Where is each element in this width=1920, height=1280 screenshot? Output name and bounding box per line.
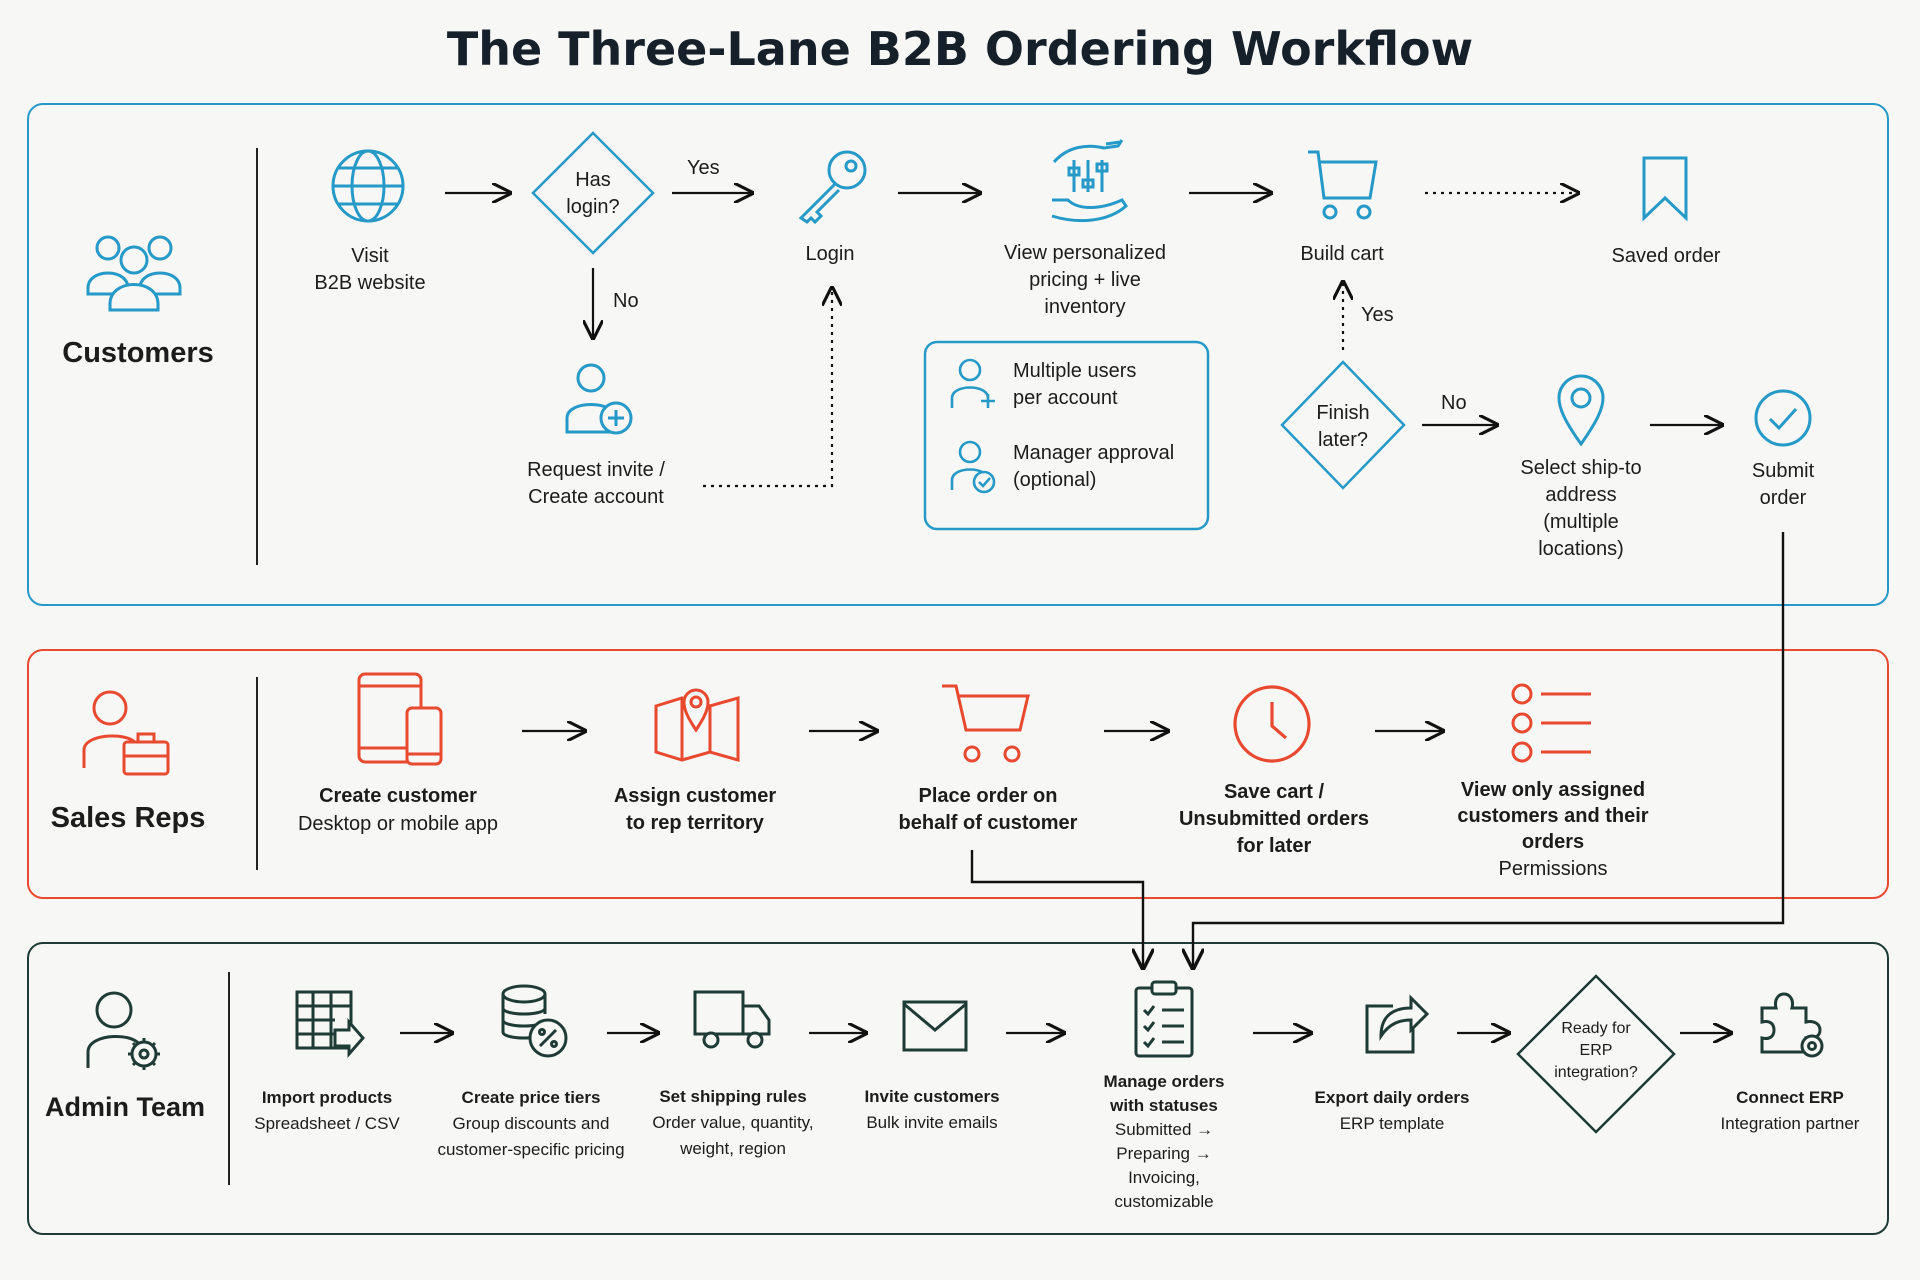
dotted-request-to-login [703, 288, 832, 488]
login-label: Login [805, 243, 855, 265]
admin-team-lane-label: Admin Team [44, 1092, 206, 1122]
clipboard-checklist-icon [1134, 980, 1194, 1058]
finish-later-diamond [1280, 360, 1406, 490]
export-orders-text: Export daily orders ERP template [1292, 1085, 1492, 1137]
pricing-hands-icon [1051, 139, 1128, 223]
admin-user-gear-icon [86, 991, 160, 1070]
manage-orders-label: Manage orders with statuses [1103, 1072, 1225, 1115]
import-products-sub: Spreadsheet / CSV [254, 1114, 400, 1133]
check-circle-icon [1754, 389, 1812, 447]
customers-group-icon [86, 235, 182, 312]
manage-orders-sub: Submitted → Preparing → Invoicing, custo… [1114, 1120, 1214, 1211]
features-box [923, 340, 1210, 531]
view-pricing-label: View personalized pricing + live invento… [1004, 242, 1166, 318]
sales-reps-lane-label: Sales Reps [50, 802, 206, 834]
manager-approval-text: Manager approval (optional) [1013, 442, 1175, 491]
key-icon [798, 150, 867, 224]
price-tiers-text: Create price tiers Group discounts and c… [421, 1085, 641, 1163]
list-icon [1511, 683, 1591, 763]
bookmark-icon [1642, 156, 1688, 222]
create-customer-sub: Desktop or mobile app [297, 813, 499, 835]
ready-erp-text: Ready for ERP integration? [1554, 1020, 1638, 1081]
view-assigned-label: View only assigned customers and their o… [1457, 779, 1649, 853]
envelope-icon [902, 1000, 968, 1052]
price-tier-icon [501, 984, 568, 1058]
invite-customers-text: Invite customers Bulk invite emails [842, 1084, 1022, 1136]
connect-erp-text: Connect ERP Integration partner [1700, 1085, 1880, 1137]
assign-territory-label: Assign customer to rep territory [613, 785, 777, 834]
shipping-rules-text: Set shipping rules Order value, quantity… [633, 1084, 833, 1162]
submit-order-label: Submit order [1751, 460, 1815, 509]
invite-customers-label: Invite customers [864, 1087, 1000, 1106]
territory-map-icon [654, 688, 740, 762]
build-cart-label: Build cart [1300, 243, 1384, 265]
multi-user-icon [950, 358, 995, 408]
sales-reps-lane [27, 649, 1889, 899]
visit-website-label: Visit B2B website [314, 245, 426, 294]
salesperson-icon [82, 690, 170, 776]
puzzle-gear-icon [1760, 992, 1824, 1058]
user-check-icon [950, 440, 996, 494]
shipping-rules-label: Set shipping rules [659, 1087, 807, 1106]
connect-erp-sub: Integration partner [1720, 1114, 1860, 1133]
connect-erp-label: Connect ERP [1736, 1088, 1844, 1107]
price-tiers-sub: Group discounts and customer-specific pr… [437, 1114, 625, 1159]
admin-team-lane [27, 942, 1889, 1235]
globe-icon [331, 149, 405, 223]
ready-erp-diamond [1516, 974, 1676, 1134]
has-login-text: Has login? [566, 169, 620, 218]
shopping-cart-icon [942, 684, 1030, 763]
page-title: The Three-Lane B2B Ordering Workflow [446, 22, 1474, 76]
has-login-diamond [531, 131, 655, 255]
no-label: No [613, 290, 639, 312]
saved-order-label: Saved order [1611, 245, 1721, 267]
truck-icon [693, 990, 771, 1049]
yes-label-2: Yes [1361, 304, 1394, 326]
multi-users-text: Multiple users per account [1013, 360, 1137, 409]
yes-label: Yes [687, 157, 720, 179]
import-products-label: Import products [261, 1088, 393, 1107]
manage-orders-text: Manage orders with statuses Submitted → … [1069, 1070, 1259, 1214]
request-invite-label: Request invite / Create account [527, 459, 665, 508]
cart-icon [1308, 150, 1378, 220]
finish-later-text: Finish later? [1316, 402, 1370, 451]
connector-submit-to-manage [1193, 532, 1785, 968]
place-order-label: Place order on behalf of customer [898, 785, 1078, 834]
import-products-text: Import products Spreadsheet / CSV [237, 1085, 417, 1137]
create-customer-label: Create customer [319, 785, 477, 807]
location-pin-icon [1557, 374, 1605, 446]
invite-customers-sub: Bulk invite emails [866, 1113, 998, 1132]
export-share-icon [1365, 994, 1429, 1054]
connector-place-to-manage [970, 850, 1143, 968]
price-tiers-label: Create price tiers [461, 1088, 601, 1107]
ship-to-label: Select ship-to address (multiple locatio… [1520, 457, 1642, 560]
customers-lane-label: Customers [62, 337, 214, 369]
view-assigned-sub: Permissions [1498, 858, 1608, 880]
devices-icon [357, 672, 443, 766]
spreadsheet-import-icon [295, 990, 365, 1058]
save-cart-label: Save cart / Unsubmitted orders for later [1178, 781, 1370, 857]
export-orders-label: Export daily orders [1314, 1088, 1470, 1107]
export-orders-sub: ERP template [1339, 1114, 1445, 1133]
shipping-rules-sub: Order value, quantity, weight, region [652, 1113, 814, 1158]
clock-icon [1233, 685, 1311, 763]
add-user-icon [565, 363, 633, 435]
customers-lane [27, 103, 1889, 606]
no-label-2: No [1441, 392, 1467, 414]
